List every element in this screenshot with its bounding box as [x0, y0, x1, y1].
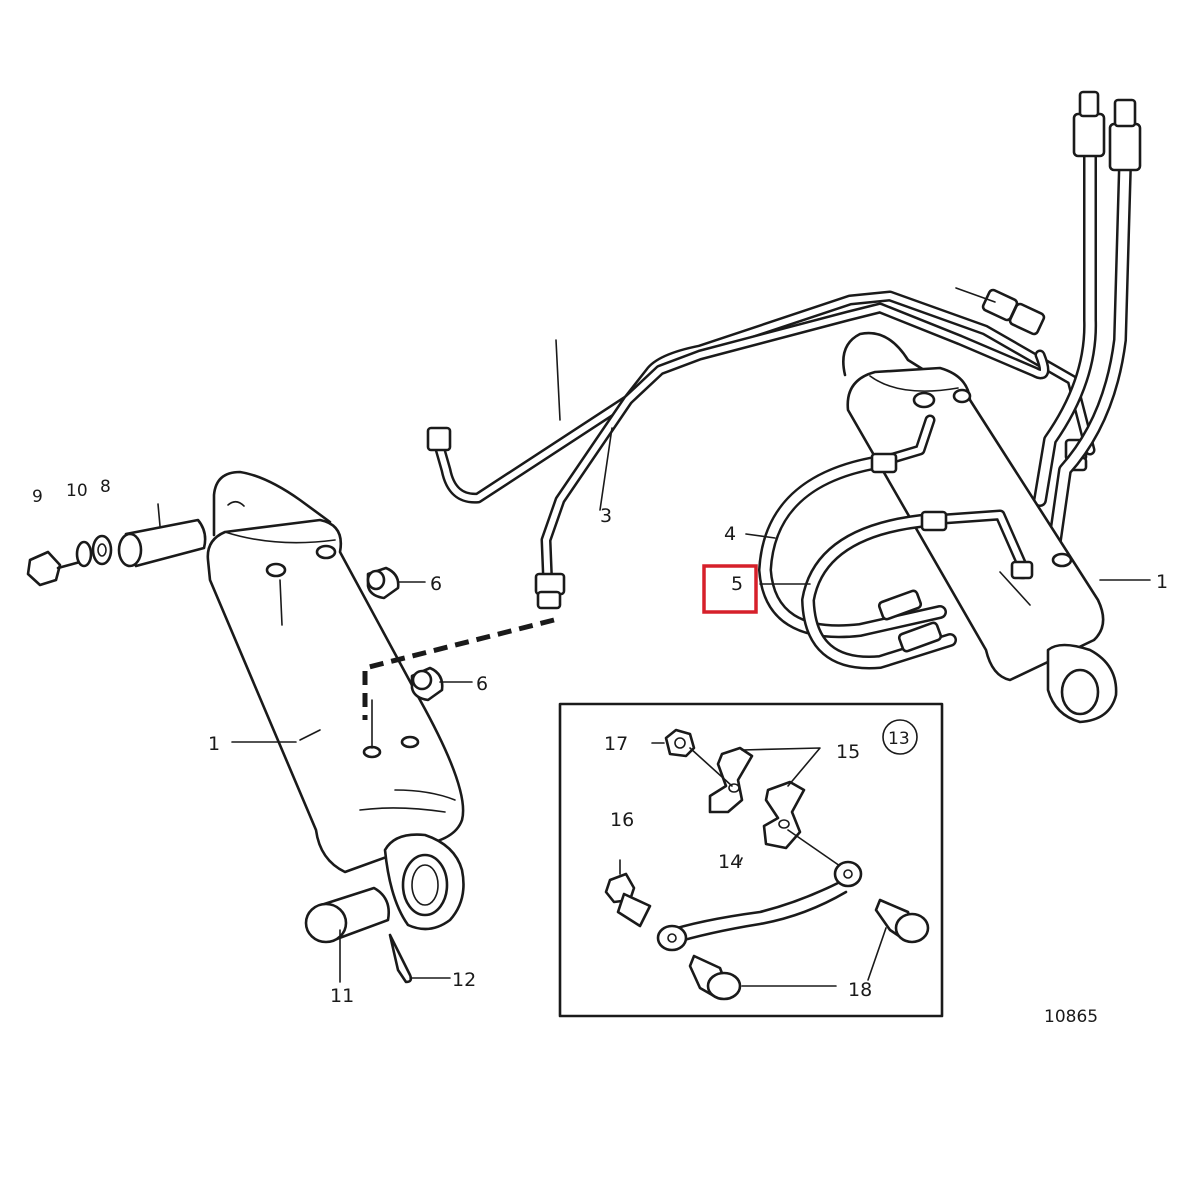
detail-inset-box	[558, 702, 944, 1018]
highlight-box-callout-5	[702, 564, 758, 614]
callout-3: 3	[600, 505, 612, 527]
callout-8: 8	[100, 477, 111, 497]
leader-lines	[231, 339, 1151, 983]
figure-number: 10865	[1044, 1007, 1098, 1027]
callout-9: 9	[32, 487, 43, 507]
flexible-hoses-upper	[1033, 90, 1142, 547]
callout-6-upper: 6	[430, 573, 442, 595]
callout-4: 4	[724, 523, 736, 545]
detail-reference-circle: 13	[888, 729, 910, 749]
bolt-washer-spacer-group	[26, 503, 207, 587]
blanking-plug-upper	[366, 566, 400, 600]
clevis-pin	[304, 886, 390, 944]
callout-14: 14	[718, 851, 742, 873]
callout-1-left: 1	[208, 733, 220, 755]
dashed-connection-line	[362, 617, 555, 720]
callout-11: 11	[330, 985, 354, 1007]
left-hydraulic-cylinder	[206, 470, 465, 931]
callout-6-lower: 6	[476, 673, 488, 695]
callout-18: 18	[848, 979, 872, 1001]
callout-12: 12	[452, 969, 476, 991]
callout-17: 17	[604, 733, 628, 755]
callout-1-right: 1	[1156, 571, 1168, 593]
callout-15: 15	[836, 741, 860, 763]
blanking-plug-lower	[410, 666, 444, 702]
callout-16: 16	[610, 809, 634, 831]
callout-10: 10	[66, 481, 88, 501]
callout-labels: 1 1 3 4 5 6 6 8 9 10 11 12 14 15 16 17 1…	[32, 477, 1168, 1027]
flexible-hoses-4-5	[758, 414, 1034, 670]
callout-5: 5	[731, 573, 743, 595]
rigid-pipe-3	[426, 287, 1096, 610]
split-pin	[388, 933, 413, 984]
